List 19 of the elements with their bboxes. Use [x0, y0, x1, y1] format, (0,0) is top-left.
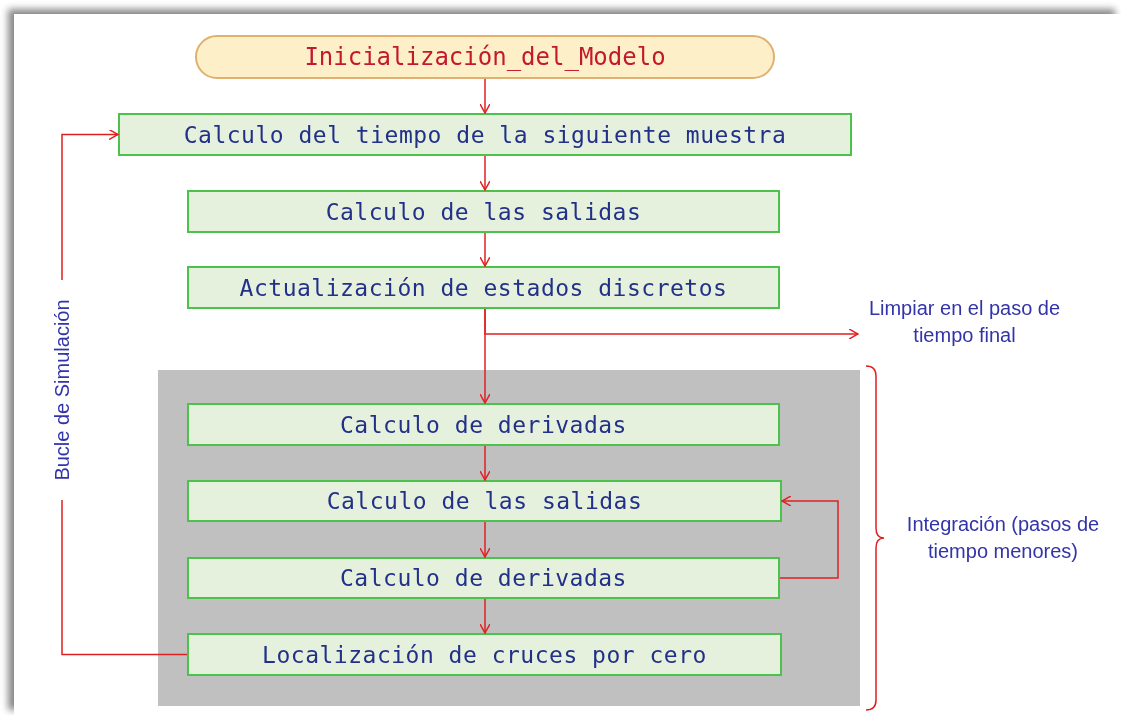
- process-box: Localización de cruces por cero: [187, 633, 782, 676]
- connector-arrow: [479, 78, 491, 114]
- process-box: Calculo de derivadas: [187, 403, 780, 446]
- note-text: Limpiar en el paso de tiempo final: [862, 295, 1067, 349]
- process-box: Calculo de las salidas: [187, 190, 780, 233]
- process-box: Calculo del tiempo de la siguiente muestra: [118, 113, 852, 156]
- connector-arrow: [479, 521, 491, 558]
- process-box: Calculo de las salidas: [187, 480, 782, 522]
- process-box: Actualización de estados discretos: [187, 266, 780, 309]
- connector-arrow: [479, 155, 491, 191]
- connector-arrow: [479, 308, 491, 404]
- integration-band: [158, 370, 860, 706]
- process-box: Calculo de derivadas: [187, 557, 780, 599]
- start-terminal: Inicialización_del_Modelo: [195, 35, 775, 79]
- connector-arrow: [779, 495, 839, 579]
- connector-arrow: [479, 598, 491, 634]
- connector-arrow: [479, 232, 491, 267]
- bracket-label: Integración (pasos de tiempo menores): [905, 512, 1101, 564]
- connector-arrow: [479, 445, 491, 481]
